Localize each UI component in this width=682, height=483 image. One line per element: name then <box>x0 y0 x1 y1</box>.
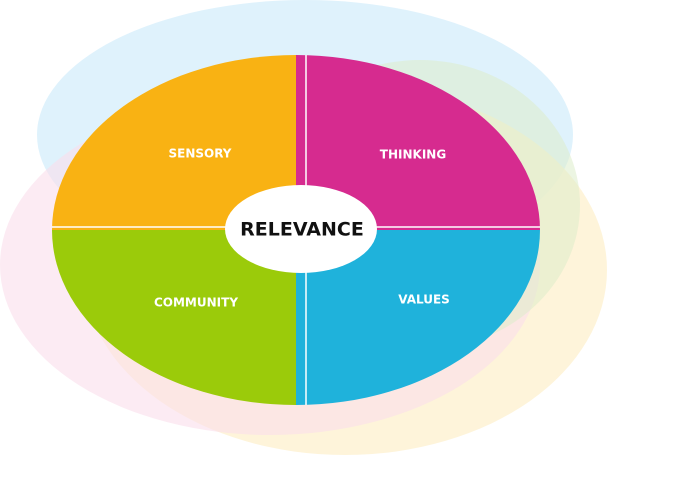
center-label: RELEVANCE <box>240 219 364 241</box>
center-ellipse <box>225 185 377 273</box>
quadrant-thinking <box>296 55 540 230</box>
label-community: COMMUNITY <box>154 296 238 310</box>
label-thinking: THINKING <box>380 148 446 162</box>
quadrant-values <box>296 230 540 405</box>
quadrant-community <box>52 230 296 405</box>
label-sensory: SENSORY <box>169 147 232 161</box>
label-values: VALUES <box>398 293 450 307</box>
quadrant-sensory <box>52 55 296 230</box>
